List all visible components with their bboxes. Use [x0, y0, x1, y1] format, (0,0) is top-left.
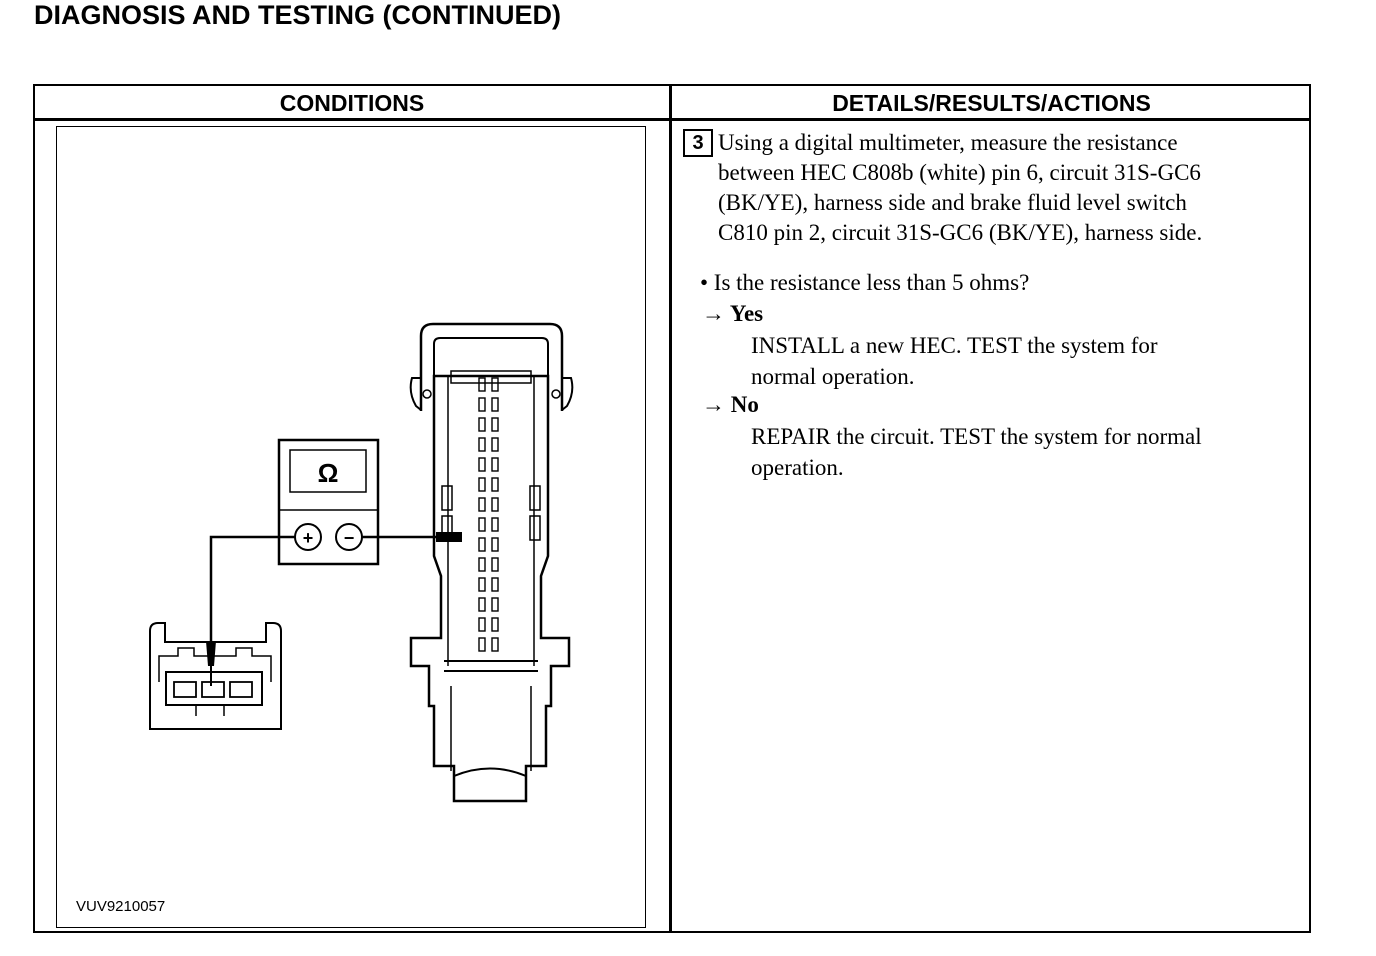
step-instructions: Using a digital multimeter, measure the …: [718, 128, 1308, 248]
minus-symbol: −: [344, 528, 355, 548]
diagnosis-table: [33, 84, 1311, 933]
plus-symbol: +: [303, 528, 314, 548]
no-label: → No: [702, 392, 759, 417]
wiring-diagram: Ω + −: [149, 322, 574, 803]
figure-frame: [56, 126, 646, 928]
header-divider: [33, 118, 1311, 121]
step-line: C810 pin 2, circuit 31S-GC6 (BK/YE), har…: [718, 220, 1203, 245]
yes-action-line: normal operation.: [751, 364, 915, 389]
multimeter-icon: [277, 438, 380, 566]
positive-lead: [209, 535, 295, 641]
no-action-line: REPAIR the circuit. TEST the system for …: [751, 424, 1202, 449]
yes-action-line: INSTALL a new HEC. TEST the system for: [751, 333, 1158, 358]
pin-cavities: [478, 377, 499, 652]
yes-label: → Yes: [702, 301, 764, 326]
switch-connector-icon: [149, 622, 282, 730]
hec-connector-icon: [409, 322, 574, 803]
step-question: • Is the resistance less than 5 ohms?: [700, 270, 1030, 295]
page-title: DIAGNOSIS AND TESTING (CONTINUED): [34, 0, 562, 30]
ohm-symbol: Ω: [318, 458, 339, 488]
details-header: DETAILS/RESULTS/ACTIONS: [832, 90, 1151, 116]
yes-action: INSTALL a new HEC. TEST the system for n…: [751, 330, 1158, 392]
step-line: between HEC C808b (white) pin 6, circuit…: [718, 160, 1201, 185]
step-line: (BK/YE), harness side and brake fluid le…: [718, 190, 1187, 215]
no-action: REPAIR the circuit. TEST the system for …: [751, 421, 1202, 483]
conditions-header: CONDITIONS: [279, 90, 425, 116]
column-divider: [669, 84, 672, 933]
step-line: Using a digital multimeter, measure the …: [718, 130, 1178, 155]
figure-id: VUV9210057: [76, 898, 166, 915]
no-action-line: operation.: [751, 455, 844, 480]
step-number: 3: [683, 129, 713, 157]
lead-probe-tip: [436, 532, 452, 542]
